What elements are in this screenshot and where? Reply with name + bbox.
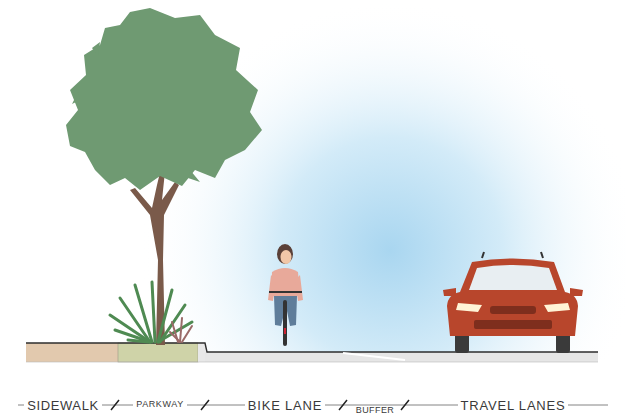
car bbox=[443, 252, 583, 353]
dimension-label: BIKE LANE bbox=[245, 399, 325, 412]
sidewalk-slab bbox=[26, 343, 118, 362]
dimension-label: PARKWAY bbox=[133, 400, 187, 409]
red-grass bbox=[170, 318, 192, 342]
cyclist bbox=[268, 244, 303, 346]
dimension-label: TRAVEL LANES bbox=[458, 399, 569, 412]
canopy-leaves bbox=[72, 42, 200, 182]
ground-line bbox=[26, 343, 598, 352]
parkway-bed bbox=[118, 343, 198, 362]
buffer-stripe bbox=[343, 353, 405, 360]
tree-canopy bbox=[66, 8, 262, 190]
base-line bbox=[26, 362, 598, 363]
dimension-label: BUFFER bbox=[353, 406, 397, 415]
dimension-label: SIDEWALK bbox=[24, 399, 102, 412]
sky-glow bbox=[0, 0, 626, 360]
parkway-plants bbox=[110, 282, 192, 342]
road-surface bbox=[205, 352, 598, 362]
